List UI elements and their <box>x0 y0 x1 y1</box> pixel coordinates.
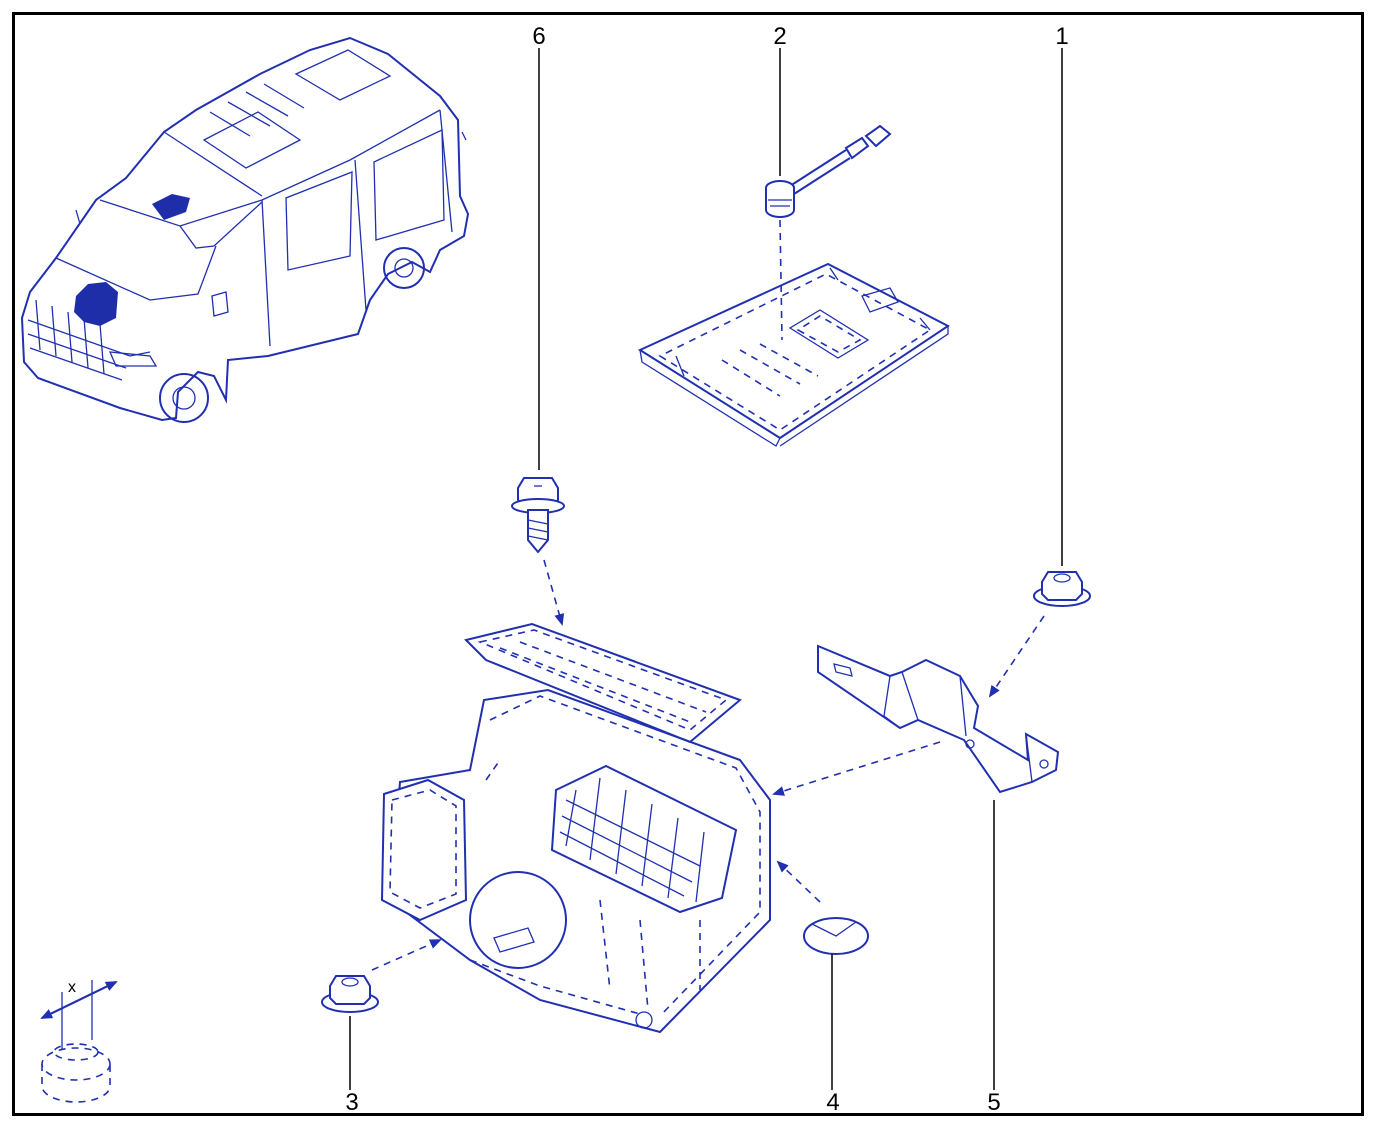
callout-5: 5 <box>987 1089 1000 1116</box>
part-5-leader-dash <box>772 741 941 796</box>
part-2-sensor <box>765 124 892 218</box>
dimension-label: x <box>68 979 76 996</box>
callout-3: 3 <box>345 1089 358 1116</box>
part-3-leader-dash <box>371 939 442 971</box>
part-3-nut <box>321 975 379 1013</box>
callout-6: 6 <box>532 23 545 50</box>
part-4-leader-dash <box>776 860 821 903</box>
callout-1: 1 <box>1055 23 1068 50</box>
part-4-washer <box>803 917 869 955</box>
part-5-bracket <box>817 644 1060 794</box>
part-6-leader-dash <box>543 559 565 626</box>
part-2-leader-dash <box>779 219 783 341</box>
dimension-detail <box>40 980 118 1103</box>
part-6-bolt <box>511 477 565 554</box>
callout-4: 4 <box>826 1089 839 1116</box>
part-1-leader-dash <box>988 615 1045 698</box>
part-1-nut <box>1033 571 1091 607</box>
center-console-panel <box>637 262 950 447</box>
callout-2: 2 <box>773 23 786 50</box>
van-illustration <box>20 36 470 423</box>
diagram-frame <box>12 12 1364 1116</box>
hvac-housing-assembly <box>380 622 771 1034</box>
